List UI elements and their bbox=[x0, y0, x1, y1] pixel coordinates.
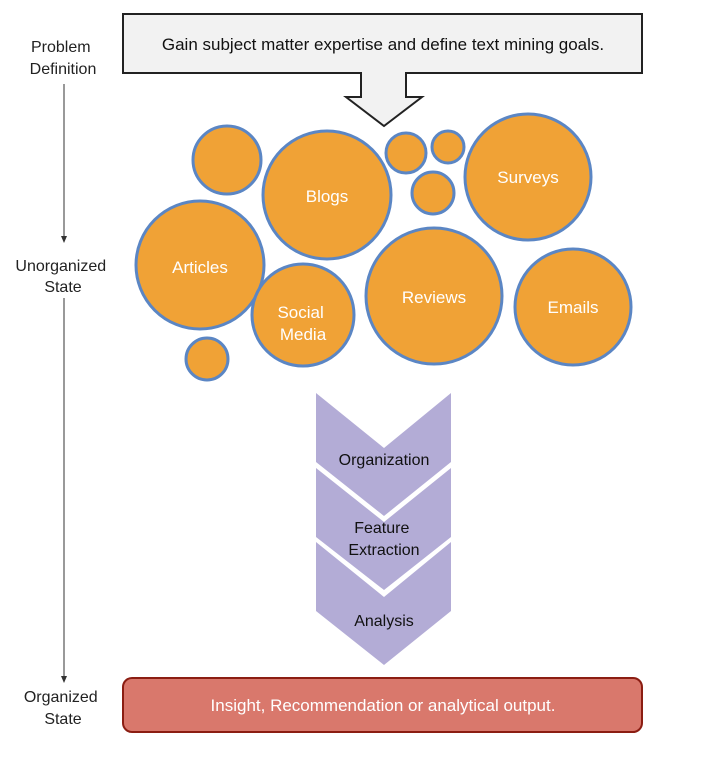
bubble-reviews bbox=[364, 226, 504, 366]
step-label-analysis: Analysis bbox=[354, 613, 414, 630]
timeline-arrowhead-2 bbox=[61, 676, 67, 683]
stage-label-problem-definition: Problem Definition bbox=[30, 39, 97, 78]
bubble-blogs bbox=[261, 129, 393, 261]
timeline-arrowhead-1 bbox=[61, 236, 67, 243]
bubble-social-media bbox=[250, 262, 356, 368]
output-callout: Insight, Recommendation or analytical ou… bbox=[122, 677, 643, 733]
chevron-feature-extraction bbox=[316, 468, 451, 590]
bubble-label-social-media: Social Media bbox=[277, 303, 328, 344]
small-bubble bbox=[191, 124, 263, 196]
data-source-bubbles: Blogs Surveys Articles Social Media Revi… bbox=[134, 112, 633, 382]
bubble-label-articles: Articles bbox=[172, 258, 228, 277]
chevron-organization bbox=[316, 393, 451, 516]
chevron-analysis bbox=[316, 542, 451, 665]
goal-box-shape bbox=[122, 13, 643, 128]
step-label-feature-extraction: Feature Extraction bbox=[348, 520, 419, 559]
small-bubble bbox=[384, 131, 428, 175]
bubble-surveys bbox=[463, 112, 593, 242]
bubble-emails bbox=[513, 247, 633, 367]
goal-text: Gain subject matter expertise and define… bbox=[162, 35, 604, 54]
bubble-label-reviews: Reviews bbox=[402, 288, 466, 307]
bubble-label-surveys: Surveys bbox=[497, 168, 558, 187]
output-text: Insight, Recommendation or analytical ou… bbox=[211, 696, 556, 715]
stage-label-unorganized-state: Unorganized State bbox=[15, 258, 110, 296]
output-box bbox=[122, 677, 643, 733]
bubble-label-emails: Emails bbox=[547, 298, 598, 317]
stage-timeline: Problem Definition Unorganized State Org… bbox=[15, 39, 110, 728]
process-chevrons: Organization Feature Extraction Analysis bbox=[316, 393, 451, 665]
small-bubble bbox=[184, 336, 230, 382]
step-label-organization: Organization bbox=[339, 452, 430, 469]
small-bubble bbox=[410, 170, 456, 216]
bubble-articles bbox=[134, 199, 266, 331]
stage-label-organized-state: Organized State bbox=[24, 689, 102, 728]
small-bubble bbox=[430, 129, 466, 165]
goal-callout: Gain subject matter expertise and define… bbox=[122, 13, 643, 128]
bubble-label-blogs: Blogs bbox=[306, 187, 349, 206]
